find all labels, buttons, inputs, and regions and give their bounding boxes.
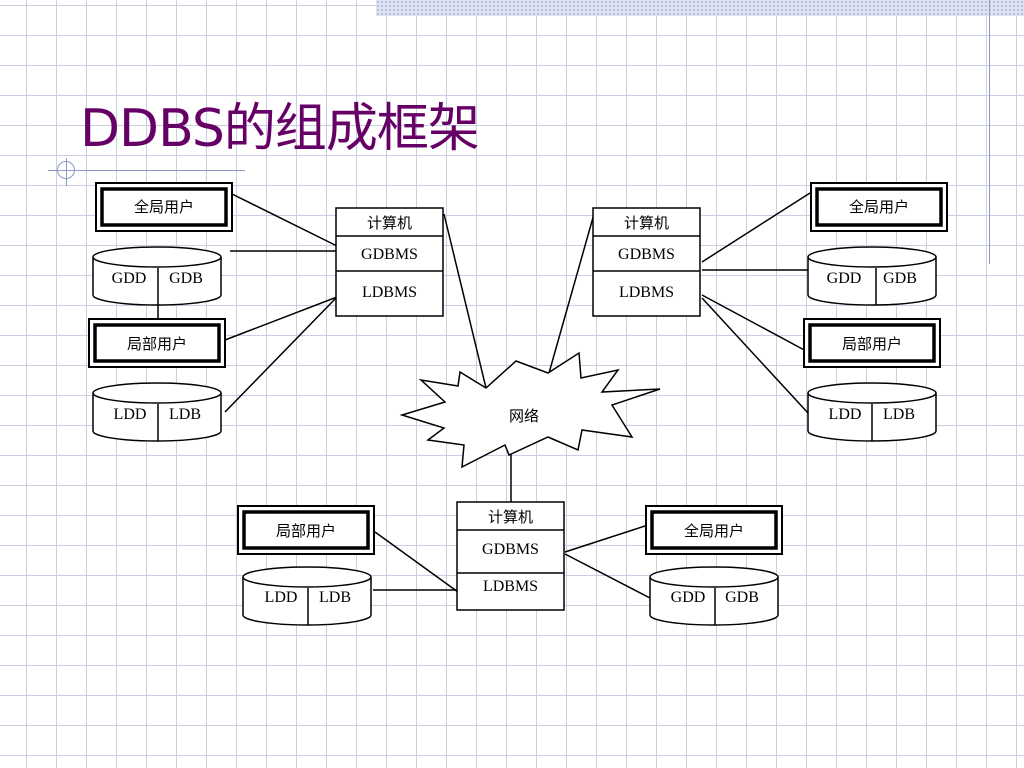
local-user-box: 局部用户: [803, 318, 941, 368]
gdbms-label: GDBMS: [618, 246, 675, 263]
site-top-left: 计算机 GDBMS LDBMS 全局用户 GDD GDB 局部用户: [88, 182, 444, 442]
header-band: [376, 0, 1024, 16]
local-user-box: 局部用户: [88, 318, 226, 368]
ldd-label: LDD: [829, 406, 862, 423]
global-user-box: 全局用户: [810, 182, 948, 232]
computer-box: 计算机 GDBMS LDBMS: [456, 501, 565, 611]
gdd-label: GDD: [112, 270, 147, 287]
connector-b-global-user: [564, 524, 649, 553]
ldb-label: LDB: [169, 406, 201, 423]
global-user-label: 全局用户: [849, 198, 909, 216]
connector-tl-global-user: [229, 192, 338, 247]
gdbms-label: GDBMS: [482, 541, 539, 558]
global-db-cylinder: GDD GDB: [649, 566, 779, 626]
global-user-label: 全局用户: [134, 198, 194, 216]
global-user-box: 全局用户: [95, 182, 233, 232]
ldb-label: LDB: [319, 589, 351, 606]
computer-header: 计算机: [624, 214, 669, 232]
connector-tr-network: [548, 213, 595, 374]
network-cloud: 网络: [399, 351, 661, 469]
connector-b-local-user: [374, 531, 459, 593]
connector-tl-local-db: [224, 296, 338, 413]
local-db-cylinder: LDD LDB: [92, 382, 222, 442]
network-label: 网络: [509, 407, 539, 425]
site-bottom: 计算机 GDBMS LDBMS 局部用户 LDD LDB 全局用户 GDD GD…: [237, 501, 783, 626]
global-user-box: 全局用户: [645, 505, 783, 555]
local-user-label: 局部用户: [276, 522, 336, 540]
local-db-cylinder: LDD LDB: [807, 382, 937, 442]
connector-tl-local-user: [224, 296, 338, 341]
gdb-label: GDB: [169, 270, 203, 287]
network-shape: [399, 351, 661, 469]
connector-tr-global-user: [701, 192, 811, 263]
title-ornament: [57, 161, 75, 179]
computer-header: 计算机: [367, 214, 412, 232]
local-user-label: 局部用户: [127, 335, 187, 353]
computer-box: 计算机 GDBMS LDBMS: [592, 207, 701, 317]
computer-header: 计算机: [488, 508, 533, 526]
gdd-label: GDD: [827, 270, 862, 287]
slide-title: DDBS的组成框架: [80, 99, 480, 159]
ldd-label: LDD: [114, 406, 147, 423]
gdb-label: GDB: [725, 589, 759, 606]
site-top-right: 计算机 GDBMS LDBMS 全局用户 GDD GDB 局部用户 LDD LD…: [592, 182, 948, 442]
ldd-label: LDD: [265, 589, 298, 606]
local-user-box: 局部用户: [237, 505, 375, 555]
ldbms-label: LDBMS: [362, 284, 417, 301]
global-db-cylinder: GDD GDB: [92, 246, 222, 306]
ldb-label: LDB: [883, 406, 915, 423]
connector-tr-local-user: [701, 294, 809, 353]
connector-tl-network: [443, 213, 487, 389]
connector-b-global-db: [564, 553, 651, 599]
connectors: [224, 192, 811, 599]
computer-box: 计算机 GDBMS LDBMS: [335, 207, 444, 317]
title-rule: [48, 170, 245, 171]
local-user-label: 局部用户: [842, 335, 902, 353]
global-db-cylinder: GDD GDB: [807, 246, 937, 306]
ldbms-label: LDBMS: [619, 284, 674, 301]
connector-tr-local-db: [701, 297, 809, 414]
gdb-label: GDB: [883, 270, 917, 287]
gdd-label: GDD: [671, 589, 706, 606]
ldbms-label: LDBMS: [483, 578, 538, 595]
global-user-label: 全局用户: [684, 522, 744, 540]
local-db-cylinder: LDD LDB: [242, 566, 372, 626]
gdbms-label: GDBMS: [361, 246, 418, 263]
right-rule: [989, 0, 990, 264]
